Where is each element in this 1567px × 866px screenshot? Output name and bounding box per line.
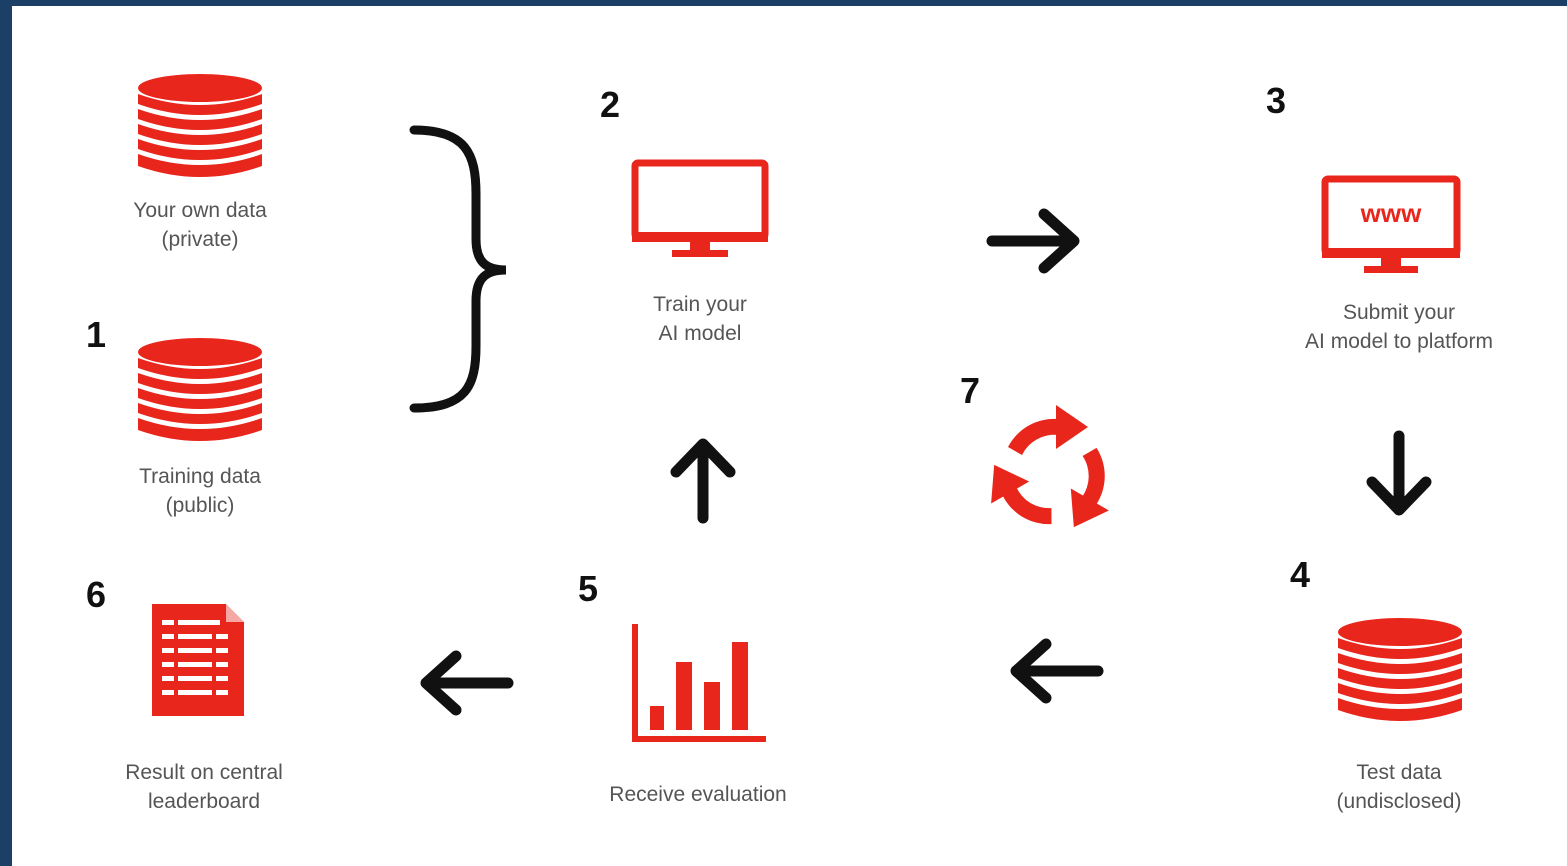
step-4-number: 4 xyxy=(1290,554,1311,595)
cycle-arrows-icon xyxy=(972,398,1132,553)
step-6-number: 6 xyxy=(86,574,107,615)
arrow-left-icon xyxy=(1004,638,1104,709)
step-2-number: 2 xyxy=(600,84,621,125)
train-model-label: Train your AI model xyxy=(653,293,747,345)
leaderboard-label: Result on central leaderboard xyxy=(125,761,283,813)
www-text: www xyxy=(1360,198,1422,228)
step-7-number: 7 xyxy=(960,370,981,411)
bar-chart-icon xyxy=(632,624,766,749)
browser-monitor-icon: www xyxy=(1321,175,1461,281)
receive-evaluation-label: Receive evaluation xyxy=(609,783,787,806)
arrow-up-icon xyxy=(668,434,738,529)
database-icon xyxy=(138,74,262,191)
brace-icon xyxy=(408,124,518,419)
test-data-label: Test data (undisclosed) xyxy=(1336,761,1462,813)
step-3-number: 3 xyxy=(1266,80,1287,121)
training-data-label: Training data (public) xyxy=(139,465,261,517)
step-1-number: 1 xyxy=(86,314,107,355)
arrow-left-icon xyxy=(414,650,514,721)
flow-diagram: Your own data (private) 1 Training data … xyxy=(12,6,1567,866)
document-list-icon xyxy=(152,604,244,721)
private-data-label: Your own data (private) xyxy=(133,199,267,251)
arrow-right-icon xyxy=(986,208,1086,279)
step-5-number: 5 xyxy=(578,568,599,609)
database-icon xyxy=(138,338,262,455)
arrow-down-icon xyxy=(1366,430,1432,525)
monitor-icon xyxy=(631,159,769,265)
database-icon xyxy=(1338,618,1462,735)
submit-model-label: Submit your AI model to platform xyxy=(1305,301,1493,353)
